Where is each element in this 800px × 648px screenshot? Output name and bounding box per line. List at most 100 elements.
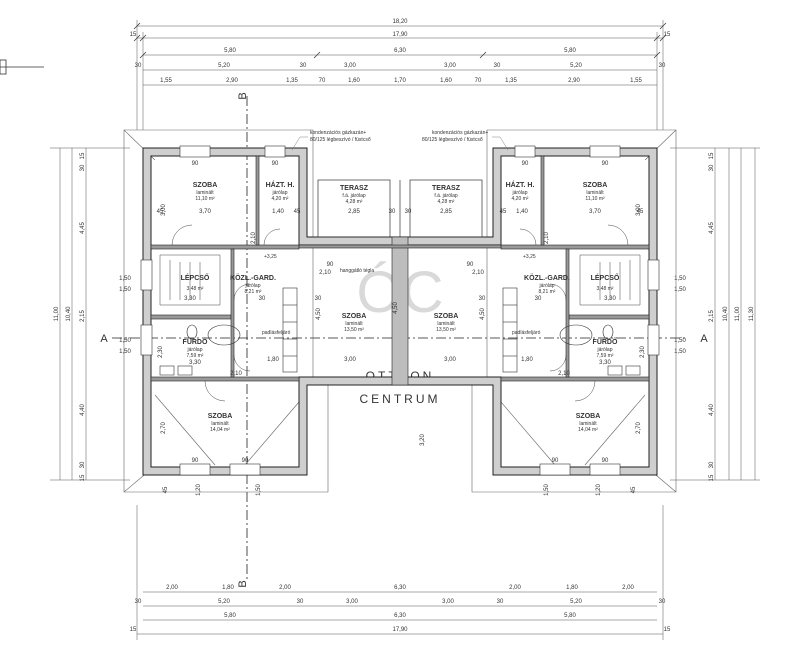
dim-top-r4-2: 30 — [300, 63, 307, 69]
room-szoba-se: SZOBA laminált 14,04 m² — [576, 413, 601, 433]
dim-top-r5-8: 1,35 — [505, 78, 517, 84]
idim-vl4: 4,50 — [316, 308, 322, 320]
idim-open5: 90 — [242, 458, 249, 464]
room-area: 4,28 m² — [438, 199, 455, 205]
dim-bot-r1-6: 2,00 — [622, 585, 634, 591]
room-name: FÜRDŐ — [593, 337, 618, 346]
idim-top-l2: 1,40 — [272, 209, 284, 215]
dim-left-outer: 11,00 — [54, 306, 60, 321]
right-dim-labels: 15 30 4,45 2,15 4,40 30 15 10,40 11,00 1… — [674, 152, 755, 481]
room-area: 11,10 m² — [195, 196, 215, 202]
idim-vr2: 2,30 — [640, 346, 646, 358]
room-floor: járólap — [271, 190, 287, 196]
dim-bot-r1-3: 6,30 — [394, 585, 406, 591]
dim-bot-r1-5: 1,80 — [566, 585, 578, 591]
dim-bot-r4-0: 15 — [130, 627, 137, 633]
top-dim-ticks — [133, 22, 667, 59]
idim-bl2: 1,50 — [256, 484, 262, 496]
room-area: 4,20 m² — [512, 196, 529, 202]
dim-bot-r2-5: 30 — [497, 599, 504, 605]
dim-right-outer: 11,30 — [749, 306, 755, 321]
annotation-leaders — [291, 136, 509, 151]
room-name: LÉPCSŐ — [591, 273, 620, 282]
room-name: TERASZ — [432, 185, 461, 192]
dim-left-i6: 15 — [80, 474, 86, 481]
room-name: HÁZT. H. — [266, 180, 295, 189]
inner-dimensions: 45 3,70 1,40 45 45 1,40 3,70 45 2,85 30 … — [157, 161, 646, 496]
room-area: 7,59 m² — [597, 353, 614, 359]
idim-open4: 90 — [192, 458, 199, 464]
dim-top-r4-0: 30 — [135, 63, 142, 69]
dim-top-r3-2: 5,80 — [564, 48, 576, 54]
room-lepcso-left: LÉPCSŐ 3,48 m² — [181, 273, 210, 292]
idim-br1: 1,20 — [596, 484, 602, 496]
idim-vl1: 2,10 — [251, 232, 257, 244]
room-floor: laminált — [345, 321, 363, 327]
section-a-right: A — [700, 333, 708, 345]
dim-right-i6: 15 — [709, 474, 715, 481]
room-terasz-right: TERASZ f.á. járólap 4,28 m² — [432, 185, 461, 205]
idim-open6: 90 — [552, 458, 559, 464]
idim-mid2: 90 — [467, 262, 474, 268]
idim-hall-l1: 30 — [259, 296, 266, 302]
room-szoba-center-left: SZOBA laminált 13,50 m² — [342, 313, 367, 333]
room-szoba-center-right: SZOBA laminált 13,50 m² — [434, 313, 459, 333]
idim-top-r3: 45 — [637, 209, 644, 215]
dim-right-i2: 4,45 — [709, 222, 715, 234]
room-floor: laminált — [437, 321, 455, 327]
bottom-dim-labels: 2,00 1,80 2,00 6,30 2,00 1,80 2,00 30 5,… — [130, 585, 671, 633]
dim-top-r5-2: 1,35 — [286, 78, 298, 84]
dim-bot-r1-0: 2,00 — [166, 585, 178, 591]
room-floor: f.á. járólap — [342, 193, 366, 199]
room-furdo-right: FÜRDŐ járólap 7,59 m² — [593, 337, 618, 359]
dim-left-i5: 30 — [80, 461, 86, 468]
room-floor: f.á. járólap — [434, 193, 458, 199]
section-b-top: B — [237, 92, 249, 99]
room-name: SZOBA — [208, 413, 233, 420]
dim-left-i1: 30 — [80, 164, 86, 171]
dim-top-r4-3: 3,00 — [344, 63, 356, 69]
dim-left-s1: 1,50 — [119, 287, 131, 293]
idim-br0: 1,50 — [544, 484, 550, 496]
room-floor: laminált — [579, 421, 597, 427]
top-dim-labels: 18,20 15 17,90 15 5,80 6,30 5,80 30 5,20… — [130, 19, 671, 84]
idim-top-l1: 3,70 — [199, 209, 211, 215]
dim-right-s0: 1,50 — [674, 276, 686, 282]
dim-left-i2: 4,45 — [80, 222, 86, 234]
dim-bot-r1-4: 2,00 — [509, 585, 521, 591]
idim-room-h1: 3,00 — [444, 357, 456, 363]
doors — [171, 224, 629, 402]
section-b-bottom: B — [237, 580, 249, 587]
room-name: SZOBA — [583, 182, 608, 189]
dim-left-mid: 10,40 — [66, 306, 72, 322]
room-area: 8,21 m² — [245, 289, 262, 295]
dim-bot-r3-2: 5,80 — [564, 613, 576, 619]
room-haztartasi-right: HÁZT. H. járólap 4,20 m² — [506, 180, 535, 202]
dim-top-r3-1: 6,30 — [394, 48, 406, 54]
dim-left-i0: 15 — [80, 152, 86, 159]
dim-right-i0: 15 — [709, 152, 715, 159]
room-name: HÁZT. H. — [506, 180, 535, 189]
idim-bath-r0: 2,10 — [558, 371, 570, 377]
dim-right-mid2: 10,40 — [723, 306, 729, 322]
dim-top-r4-4: 3,00 — [444, 63, 456, 69]
room-name: KÖZL.-GARD. — [524, 273, 570, 282]
room-area: 14,04 m² — [210, 427, 230, 433]
idim-terr1: 30 — [389, 209, 396, 215]
idim-bath-l1: 1,80 — [267, 357, 279, 363]
dim-top-r2-2: 15 — [664, 32, 671, 38]
room-area: 11,10 m² — [585, 196, 605, 202]
room-kozl-right: KÖZL.-GARD. járólap 8,21 m² — [524, 273, 570, 295]
north-arrow — [0, 59, 44, 75]
idim-hall-r1: 30 — [535, 296, 542, 302]
idim-midv0: 4,50 — [393, 302, 399, 314]
room-name: SZOBA — [576, 413, 601, 420]
dim-bot-r2-3: 3,00 — [346, 599, 358, 605]
idim-terr2: 30 — [405, 209, 412, 215]
section-markers: B B A A — [100, 92, 708, 587]
dim-top-r5-5: 1,70 — [394, 78, 406, 84]
room-name: TERASZ — [340, 185, 369, 192]
dim-right-i1: 30 — [709, 164, 715, 171]
bathroom-fixtures — [159, 324, 641, 376]
terrace-outlines — [317, 179, 483, 238]
